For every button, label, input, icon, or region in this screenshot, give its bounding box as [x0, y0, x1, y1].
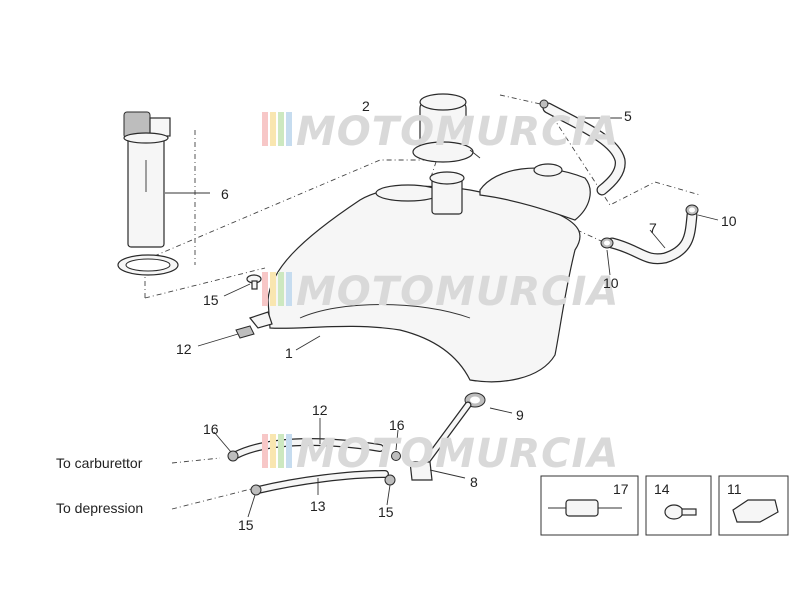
watermark-text: MOTOMURCIA — [296, 109, 619, 155]
callout-12-hose: 12 — [312, 402, 328, 418]
fuel-hose-12 — [232, 438, 384, 459]
callout-6: 6 — [221, 186, 229, 202]
depression-hose-13 — [254, 470, 389, 494]
clamp-16-right — [391, 451, 401, 461]
callout-8: 8 — [470, 474, 478, 490]
inset-box-17: 17 — [540, 475, 639, 536]
vent-hose-7 — [606, 209, 698, 265]
callout-15-screw: 15 — [203, 292, 219, 308]
box-14-number: 14 — [654, 481, 670, 497]
callout-9: 9 — [516, 407, 524, 423]
clamp-15-left — [250, 484, 262, 496]
box-11-number: 11 — [727, 481, 742, 497]
hose-clamp-10-lower — [600, 237, 614, 249]
watermark-top: MOTOMURCIA — [262, 109, 619, 155]
callout-13: 13 — [310, 498, 326, 514]
callout-5: 5 — [624, 108, 632, 124]
callout-16-right: 16 — [389, 417, 405, 433]
fuel-tank — [248, 163, 591, 383]
callout-12-nut: 12 — [176, 341, 192, 357]
callout-2: 2 — [362, 98, 370, 114]
clamp-16-left — [227, 450, 239, 462]
to-depression-label: To depression — [56, 500, 143, 516]
watermark-text: MOTOMURCIA — [296, 431, 619, 477]
callout-7: 7 — [649, 220, 657, 236]
hose-clamp-10-upper — [685, 204, 699, 216]
fuel-pump — [123, 111, 171, 248]
callout-15-left: 15 — [238, 517, 254, 533]
box-17-number: 17 — [613, 481, 629, 497]
watermark-bottom: MOTOMURCIA — [262, 431, 619, 477]
inset-box-14: 14 — [645, 475, 712, 536]
tank-cap — [412, 93, 481, 163]
watermark-text: MOTOMURCIA — [296, 269, 619, 315]
watermark-middle: MOTOMURCIA — [262, 269, 619, 315]
callout-15-right: 15 — [378, 504, 394, 520]
clip-nut-12 — [235, 325, 255, 339]
callout-10-lower: 10 — [603, 275, 619, 291]
callout-1: 1 — [285, 345, 293, 361]
leader-lines — [165, 117, 719, 518]
vent-hose-5 — [539, 99, 626, 196]
callout-10-upper: 10 — [721, 213, 737, 229]
pump-gasket — [117, 254, 179, 276]
inset-box-11: 11 — [718, 475, 789, 536]
outlet-fitting-8 — [409, 401, 472, 481]
callout-labels: 1 2 5 6 7 8 9 10 10 12 12 13 15 15 15 16… — [176, 98, 737, 533]
to-carburettor-label: To carburettor — [56, 455, 143, 471]
callout-16-left: 16 — [203, 421, 219, 437]
screw-15-upper — [246, 274, 262, 290]
